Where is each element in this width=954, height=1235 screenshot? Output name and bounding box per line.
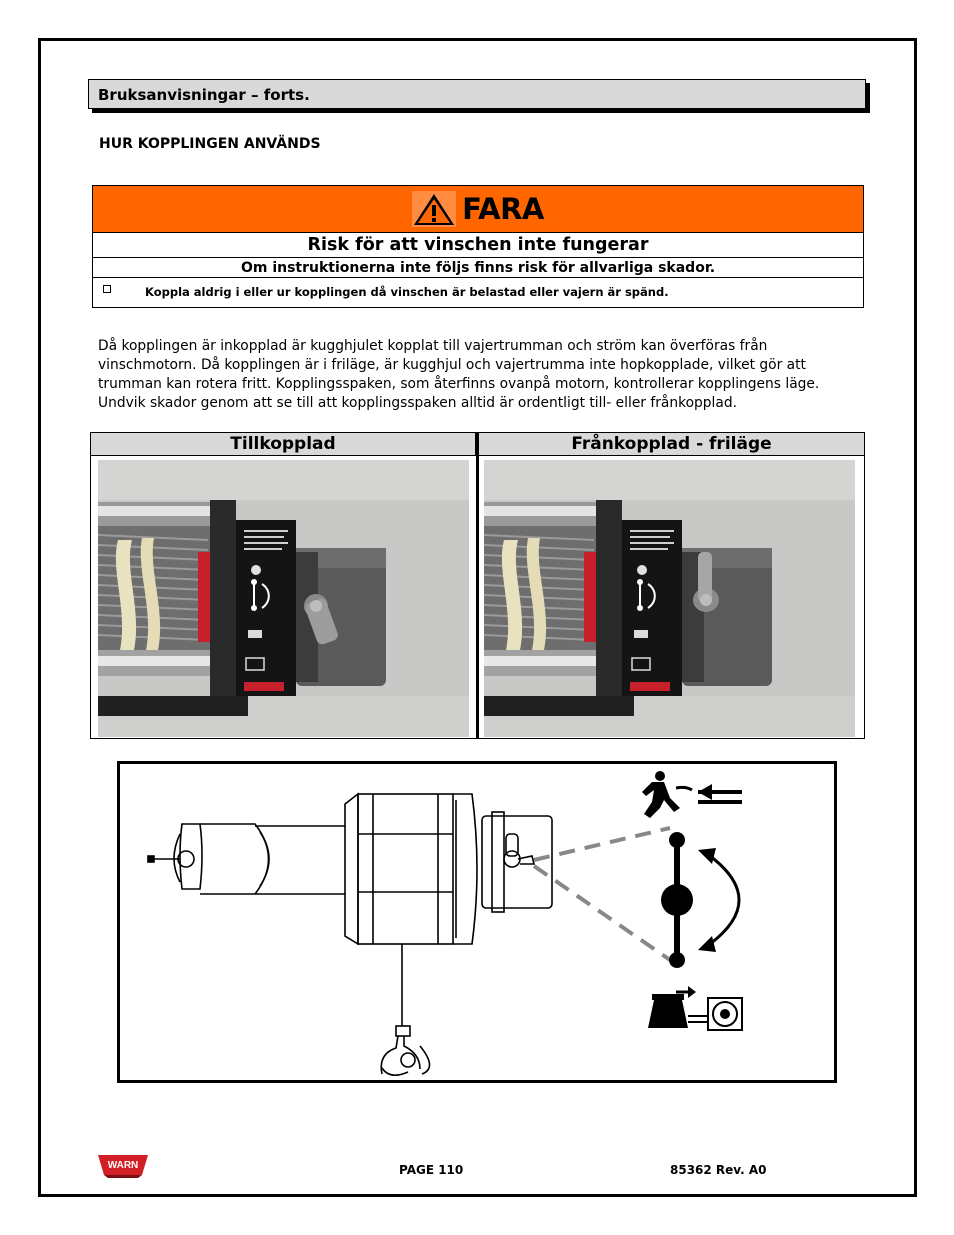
danger-signal-word: FARA xyxy=(462,192,544,226)
section-subheading: HUR KOPPLINGEN ANVÄNDS xyxy=(99,136,321,152)
engaged-winch-photo xyxy=(98,460,469,737)
danger-subtitle: Om instruktionerna inte följs finns risk… xyxy=(93,258,863,278)
warning-triangle-icon xyxy=(412,191,457,227)
checkbox-bullet-icon xyxy=(103,285,111,293)
clutch-diagram xyxy=(117,761,837,1083)
disengaged-header: Frånkopplad - friläge xyxy=(478,433,864,456)
danger-banner: FARA xyxy=(93,186,863,233)
winch-line-drawing xyxy=(147,771,743,1076)
page-number: PAGE 110 xyxy=(399,1163,464,1177)
document-revision: 85362 Rev. A0 xyxy=(670,1163,767,1177)
danger-list-item-text: Koppla aldrig i eller ur kopplingen då v… xyxy=(145,285,669,299)
page-frame xyxy=(38,38,917,1197)
body-paragraph: Då kopplingen är inkopplad är kugghjulet… xyxy=(98,338,820,411)
danger-title: Risk för att vinschen inte fungerar xyxy=(93,233,863,258)
section-header: Bruksanvisningar – forts. xyxy=(88,79,866,109)
disengaged-winch-photo xyxy=(484,460,855,737)
engaged-header: Tillkopplad xyxy=(91,433,476,456)
column-divider xyxy=(476,433,479,738)
clutch-photo-table: Tillkopplad Frånkopplad - friläge xyxy=(90,432,865,739)
danger-notice: FARA Risk för att vinschen inte fungerar… xyxy=(92,185,864,308)
danger-list-item: Koppla aldrig i eller ur kopplingen då v… xyxy=(93,278,863,306)
svg-text:WARN: WARN xyxy=(108,1160,139,1171)
warn-logo: WARN xyxy=(98,1155,148,1178)
